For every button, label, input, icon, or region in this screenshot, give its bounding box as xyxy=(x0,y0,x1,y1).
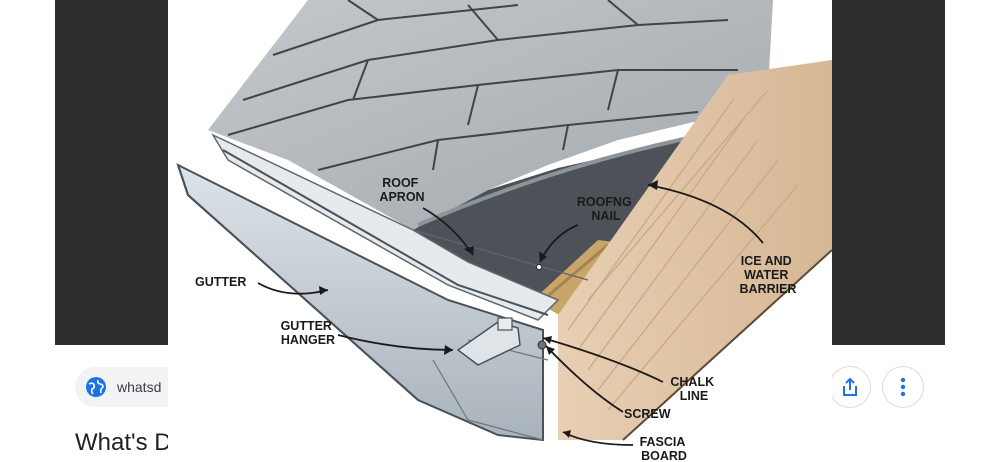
result-title[interactable]: What's D xyxy=(75,429,172,456)
roofing-nail xyxy=(536,264,542,270)
image-viewer[interactable]: ROOF APRON ROOFNG NAIL ICE AND WATER BAR… xyxy=(168,0,832,462)
gutter-installation-diagram: ROOF APRON ROOFNG NAIL ICE AND WATER BAR… xyxy=(176,0,832,462)
label-ice-water-barrier: ICE AND WATER BARRIER xyxy=(740,254,797,296)
label-chalk-line: CHALK LINE xyxy=(670,375,717,403)
label-roofing-nail: ROOFNG NAIL xyxy=(577,195,635,223)
source-domain: whatsd xyxy=(117,379,162,395)
fascia-board xyxy=(558,60,832,440)
globe-icon xyxy=(86,377,106,397)
label-fascia-board: FASCIA BOARD xyxy=(640,435,689,462)
more-options-button[interactable] xyxy=(883,367,923,407)
share-button[interactable] xyxy=(830,367,870,407)
label-roof-apron: ROOF APRON xyxy=(379,176,424,204)
ice-water-barrier xyxy=(413,130,728,300)
more-vert-icon xyxy=(900,377,906,397)
roof-shingles xyxy=(208,0,773,230)
share-icon xyxy=(843,377,857,396)
gutter-hanger xyxy=(456,317,521,366)
label-gutter: GUTTER xyxy=(195,275,246,289)
label-screw: SCREW xyxy=(624,407,671,421)
screw xyxy=(537,340,547,350)
label-gutter-hanger: GUTTER HANGER xyxy=(281,319,336,347)
roof-apron xyxy=(211,133,560,321)
